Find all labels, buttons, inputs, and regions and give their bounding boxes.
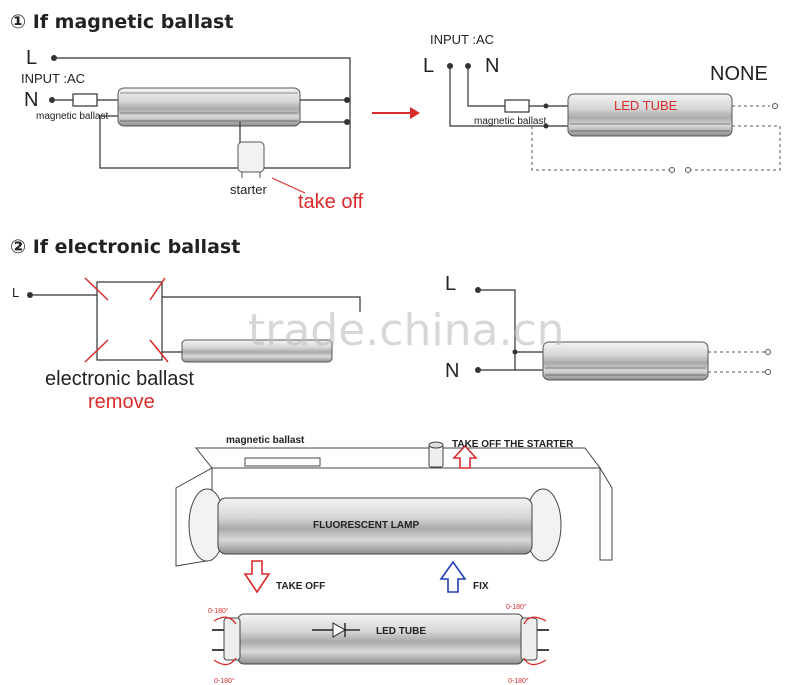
bottom-led-tube-label: LED TUBE xyxy=(376,626,426,637)
electronic-ballast-circuit: L electronic ballast remove xyxy=(12,277,361,413)
up-arrow-red-icon xyxy=(452,444,478,469)
fixture-ballast-label: magnetic ballast xyxy=(226,435,305,446)
rotation-label-tl: 0-180° xyxy=(208,607,229,615)
right2-l-label: L xyxy=(445,273,456,295)
take-off-bottom-label: TAKE OFF xyxy=(276,581,325,592)
led-direct-circuit: L N xyxy=(445,273,771,382)
take-off-label: take off xyxy=(298,191,364,213)
right2-led-tube xyxy=(542,341,709,381)
right-magnetic-ballast xyxy=(504,99,530,113)
rotate-arrow-icon xyxy=(213,616,237,625)
magnetic-ballast-circuit: L INPUT :AC N magnetic ballast starter t… xyxy=(21,47,364,213)
rotate-arrow-icon xyxy=(523,657,547,666)
rotation-label-br: 0-180° xyxy=(508,677,529,685)
fix-label: FIX xyxy=(473,581,489,592)
starter-label: starter xyxy=(230,182,268,197)
ballast-box xyxy=(244,457,321,467)
fluorescent-tube xyxy=(117,87,301,127)
right-n-terminal-label: N xyxy=(485,55,499,77)
section2-title: ② If electronic ballast xyxy=(10,236,240,258)
fluorescent-lamp xyxy=(217,497,533,555)
take-off-starter-label: TAKE OFF THE STARTER xyxy=(452,439,574,450)
n-terminal-label: N xyxy=(24,89,38,111)
fluorescent-lamp-label: FLUORESCENT LAMP xyxy=(313,520,419,531)
rotation-label-tr: 0-180° xyxy=(506,603,527,611)
diode-icon xyxy=(312,622,360,638)
left2-tube xyxy=(181,339,333,363)
bottom-led-tube xyxy=(237,613,524,665)
down-arrow-red-icon xyxy=(243,560,271,594)
l-terminal-label: L xyxy=(26,47,37,69)
section1-title: ① If magnetic ballast xyxy=(10,11,233,33)
led-tube xyxy=(567,93,733,137)
up-arrow-blue-icon xyxy=(439,560,467,593)
magnetic-ballast-label: magnetic ballast xyxy=(36,111,108,122)
arrow-right-icon xyxy=(372,107,420,119)
rotate-arrow-icon xyxy=(523,616,547,625)
starter xyxy=(237,141,265,173)
rotation-label-bl: 0-180° xyxy=(214,677,235,685)
right2-n-label: N xyxy=(445,360,459,382)
fixture-illustration: magnetic ballast TAKE OFF THE STARTER FL… xyxy=(175,435,613,685)
led-tube-label: LED TUBE xyxy=(614,98,678,113)
right-input-ac-label: INPUT :AC xyxy=(430,32,494,47)
magnetic-ballast xyxy=(72,93,98,107)
right-magnetic-ballast-label: magnetic ballast xyxy=(474,116,546,127)
electronic-ballast-label: electronic ballast xyxy=(45,368,194,390)
none-label: NONE xyxy=(710,63,768,85)
watermark: trade.china.cn xyxy=(248,305,565,356)
led-tube-circuit: INPUT :AC L N magnetic ballast LED TUBE … xyxy=(423,32,781,173)
input-ac-label: INPUT :AC xyxy=(21,71,85,86)
left2-l-label: L xyxy=(12,285,19,300)
rotate-arrow-icon xyxy=(213,657,237,666)
remove-label: remove xyxy=(88,391,155,413)
electronic-ballast xyxy=(96,281,163,361)
right-l-terminal-label: L xyxy=(423,55,434,77)
